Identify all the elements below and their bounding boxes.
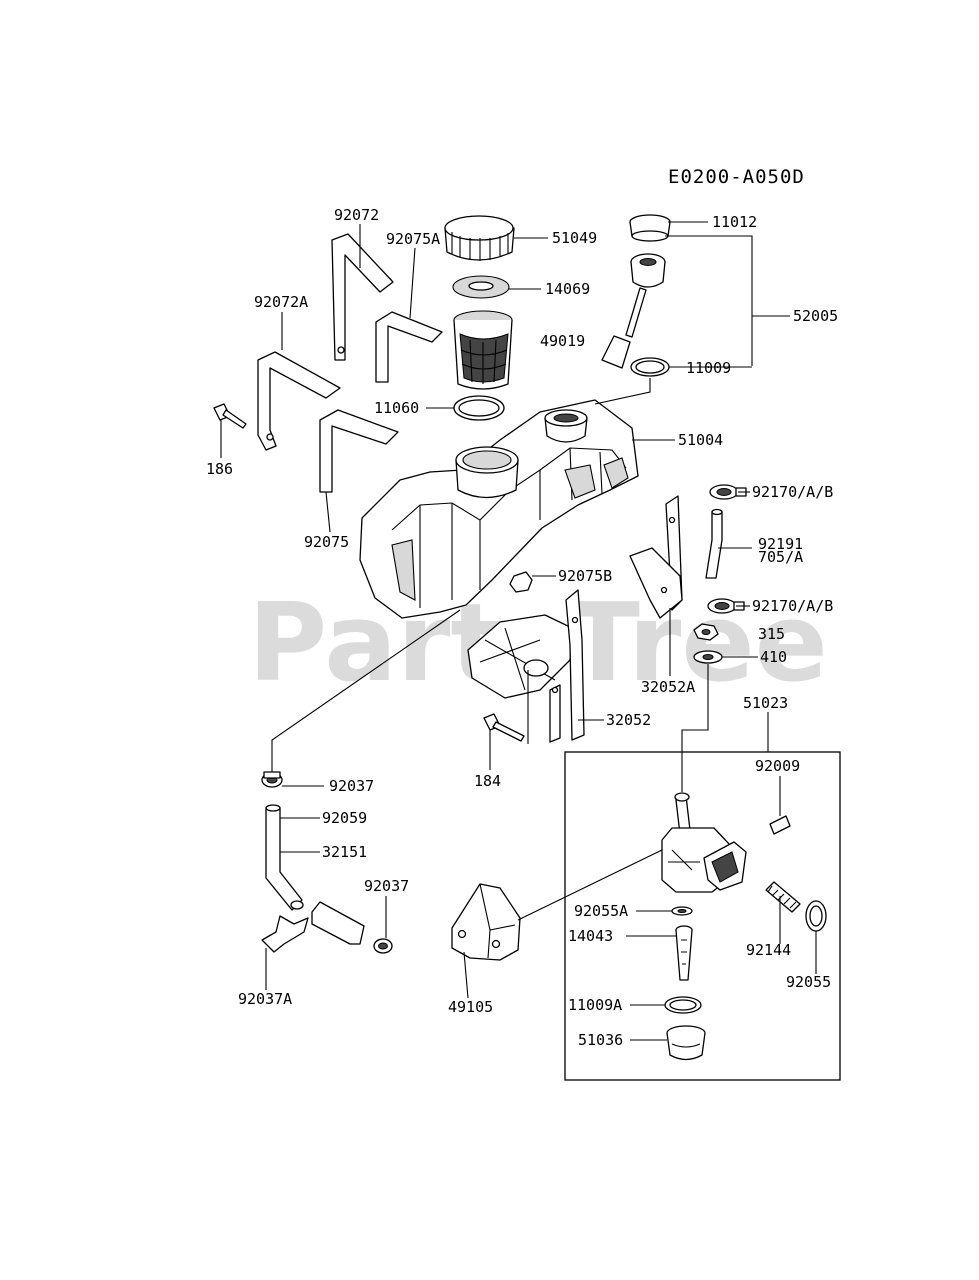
bracket-49105-drawing: [451, 883, 521, 961]
gasket-drawing: [452, 275, 510, 299]
part-labels: 92072 51049 11012 92075A 14069 52005 920…: [206, 206, 838, 1049]
label-410: 410: [760, 648, 787, 666]
gauge-o-ring-drawing: [630, 357, 670, 377]
fuel-hose-drawing: [705, 508, 723, 579]
label-705a: 705/A: [758, 548, 803, 566]
fuel-tank-drawing: [359, 399, 639, 619]
label-315: 315: [758, 625, 785, 643]
label-186: 186: [206, 460, 233, 478]
bracket-92075-drawing: [319, 409, 399, 493]
ring-92055a-drawing: [671, 906, 693, 916]
fuel-cap-drawing: [444, 215, 515, 261]
clip-92037a-drawing: [261, 915, 309, 953]
bracket-92072-drawing: [331, 233, 394, 361]
label-92009: 92009: [755, 757, 800, 775]
grommet-drawing: [629, 214, 671, 242]
label-92072a: 92072A: [254, 293, 308, 311]
label-51036: 51036: [578, 1031, 623, 1049]
label-92191: 92191: [758, 535, 803, 553]
label-11012: 11012: [712, 213, 757, 231]
fuel-cock-filter-drawing: [675, 925, 693, 981]
label-92055: 92055: [786, 973, 831, 991]
label-92059: 92059: [322, 809, 367, 827]
label-92144: 92144: [746, 941, 791, 959]
fuel-line-drawing: [265, 804, 365, 945]
label-11060: 11060: [374, 399, 419, 417]
label-92075: 92075: [304, 533, 349, 551]
label-32151: 32151: [322, 843, 367, 861]
bolt-184-drawing: [483, 713, 525, 742]
sediment-bowl-drawing: [666, 1025, 706, 1061]
label-51004: 51004: [678, 431, 723, 449]
bracket-92075a-drawing: [375, 311, 443, 383]
o-ring-92055-drawing: [805, 900, 827, 932]
spring-92144-drawing: [765, 881, 801, 913]
label-32052a: 32052A: [641, 678, 695, 696]
bracket-92072a-drawing: [257, 351, 341, 451]
label-92170-top: 92170/A/B: [752, 483, 833, 501]
washer-drawing: [693, 650, 723, 664]
label-49019: 49019: [540, 332, 585, 350]
label-11009a: 11009A: [568, 996, 622, 1014]
label-92037-lower: 92037: [364, 877, 409, 895]
tank-bracket-plate-drawing: [467, 589, 585, 743]
label-92072: 92072: [334, 206, 379, 224]
screw-92009-drawing: [769, 815, 791, 835]
label-52005: 52005: [793, 307, 838, 325]
label-51023: 51023: [743, 694, 788, 712]
label-92037-upper: 92037: [329, 777, 374, 795]
label-92055a: 92055A: [574, 902, 628, 920]
diagram-code: E0200-A050D: [668, 166, 805, 188]
label-51049: 51049: [552, 229, 597, 247]
label-92170-bottom: 92170/A/B: [752, 597, 833, 615]
label-184: 184: [474, 772, 501, 790]
bracket-32052a-drawing: [629, 495, 683, 619]
nut-drawing: [693, 623, 719, 641]
bolt-186-drawing: [213, 403, 247, 429]
leader-lines: [220, 221, 817, 1041]
label-92075a: 92075A: [386, 230, 440, 248]
label-49105: 49105: [448, 998, 493, 1016]
cap-92075b-drawing: [509, 571, 533, 593]
label-32052: 32052: [606, 711, 651, 729]
clamp-92037-small-drawing: [373, 938, 393, 954]
hose-clamp-top-drawing: [709, 484, 747, 500]
label-14043: 14043: [568, 927, 613, 945]
o-ring-11009a-drawing: [664, 996, 702, 1014]
fuel-filter-screen-drawing: [453, 310, 513, 390]
fuel-gauge-drawing: [601, 253, 666, 369]
fuel-cock-drawing: [661, 792, 747, 893]
label-92075b: 92075B: [558, 567, 612, 585]
tank-o-ring-drawing: [453, 395, 505, 421]
fuel-cock-assembly-box: [564, 751, 841, 1081]
clamp-92037-drawing: [261, 771, 283, 788]
label-14069: 14069: [545, 280, 590, 298]
label-11009: 11009: [686, 359, 731, 377]
label-92037a: 92037A: [238, 990, 292, 1008]
